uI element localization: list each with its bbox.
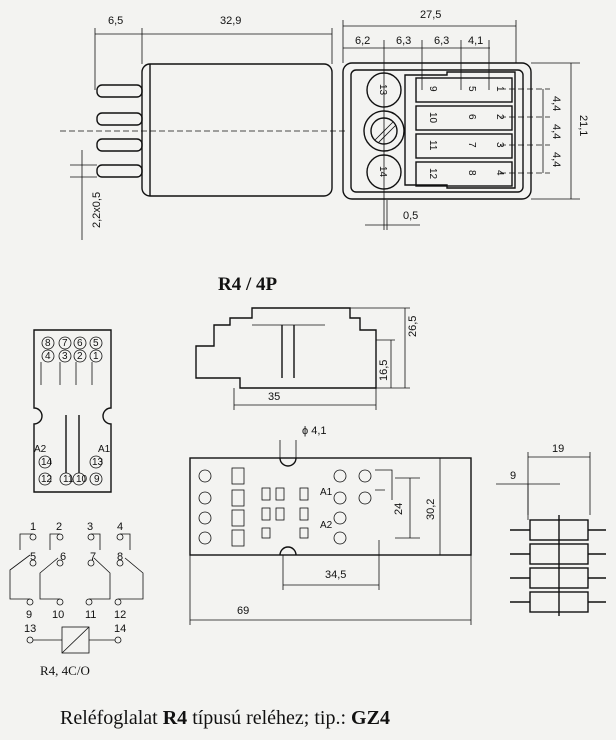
label: 8 xyxy=(466,170,477,176)
pin-13: 13 xyxy=(377,84,388,96)
pin-rows xyxy=(415,77,513,187)
label: 13 xyxy=(92,457,104,468)
label: 7 xyxy=(62,338,68,349)
label: 10 xyxy=(427,112,438,124)
socket-top-view: ϕ 4,1 A1 A2 24 30,2 34,5 69 xyxy=(189,425,472,625)
dim-col3: 6,3 xyxy=(434,35,449,47)
label: 5 xyxy=(93,338,99,349)
label: 3 xyxy=(62,351,68,362)
label: 9 xyxy=(26,609,32,621)
label: 8 xyxy=(117,551,123,563)
footer-caption: Reléfoglalat R4 típusú reléhez; tip.: GZ… xyxy=(60,707,390,729)
label: 13 xyxy=(24,623,36,635)
label: 2 xyxy=(494,114,505,120)
dim-hole-diameter: ϕ 4,1 xyxy=(302,425,327,437)
label: 12 xyxy=(114,609,126,621)
dim-pin-span: 24 xyxy=(393,503,405,515)
relay-pins xyxy=(96,84,143,178)
dim-pitch-1: 4,4 xyxy=(550,96,562,111)
dim-pitch-2: 4,4 xyxy=(550,124,562,139)
dim-col2: 6,3 xyxy=(396,35,411,47)
label: 12 xyxy=(41,474,53,485)
socket-end-view: 19 9 xyxy=(496,443,606,616)
dim-offset: 0,5 xyxy=(403,210,418,222)
label: 11 xyxy=(427,140,438,151)
label: 10 xyxy=(52,609,64,621)
label: 4 xyxy=(494,170,505,176)
label: 1 xyxy=(494,86,505,92)
dim-total-width: 27,5 xyxy=(420,9,441,21)
pin-labels: 9 5 1 10 6 2 11 7 3 12 8 4 xyxy=(427,86,505,180)
label: 14 xyxy=(41,457,53,468)
socket-layout: 8 7 6 5 4 3 2 1 A2 A1 14 13 12 11 10 9 xyxy=(33,329,112,493)
label: 11 xyxy=(63,474,74,485)
label: 14 xyxy=(114,623,126,635)
label: GZ4 xyxy=(351,707,390,729)
label: 9 xyxy=(94,474,100,485)
dim-pin-size: 2,2x0,5 xyxy=(91,192,103,228)
dim-base-height: 16,5 xyxy=(378,360,390,381)
dim-socket-width: 30,2 xyxy=(425,499,437,520)
label: R4 xyxy=(163,707,187,729)
dim-height: 21,1 xyxy=(577,115,589,136)
dim-end-width: 19 xyxy=(552,443,564,455)
label: Reléfoglalat xyxy=(60,707,163,729)
label: 6 xyxy=(60,551,66,563)
dim-col4: 4,1 xyxy=(468,35,483,47)
dim-body-length: 32,9 xyxy=(220,15,241,27)
dim-col1: 6,2 xyxy=(355,35,370,47)
label: 2 xyxy=(56,521,62,533)
label: 2 xyxy=(77,351,83,362)
label: 12 xyxy=(427,168,438,180)
label: 5 xyxy=(466,86,477,92)
label: 10 xyxy=(76,474,88,485)
label: 4 xyxy=(45,351,51,362)
label: 7 xyxy=(90,551,96,563)
dim-mount-offset: 34,5 xyxy=(325,569,346,581)
dim-total-height: 26,5 xyxy=(407,316,419,337)
dim-side-length: 35 xyxy=(268,391,280,403)
label: 7 xyxy=(466,142,477,148)
label: 4 xyxy=(117,521,123,533)
label: 11 xyxy=(85,609,96,621)
label: A2 xyxy=(320,520,333,531)
dim-pitch-3: 4,4 xyxy=(550,152,562,167)
label: 6 xyxy=(466,114,477,120)
label: 3 xyxy=(87,521,93,533)
label: A1 xyxy=(98,444,111,455)
label: 1 xyxy=(93,351,99,362)
relay-bottom-view: 27,5 6,2 6,3 6,3 4,1 13 14 9 5 1 10 6 2 … xyxy=(342,9,589,230)
label: 3 xyxy=(494,142,505,148)
label: 6 xyxy=(77,338,83,349)
dim-pin-length: 6,5 xyxy=(108,15,123,27)
label: 5 xyxy=(30,551,36,563)
dim-socket-length: 69 xyxy=(237,605,249,617)
relay-side-view: 6,5 32,9 2,2x0,5 xyxy=(60,15,345,240)
label: A1 xyxy=(320,487,333,498)
label: 8 xyxy=(45,338,51,349)
dim-end-offset: 9 xyxy=(510,470,516,482)
pin-14: 14 xyxy=(377,166,388,178)
schematic-caption: R4, 4C/O xyxy=(40,663,90,678)
socket-side-view: 35 26,5 16,5 xyxy=(195,307,419,410)
label: 1 xyxy=(30,521,36,533)
label: típusú reléhez; tip.: xyxy=(187,707,351,729)
label: A2 xyxy=(34,444,47,455)
label: 9 xyxy=(427,86,438,92)
page-title: R4 / 4P xyxy=(218,274,278,295)
